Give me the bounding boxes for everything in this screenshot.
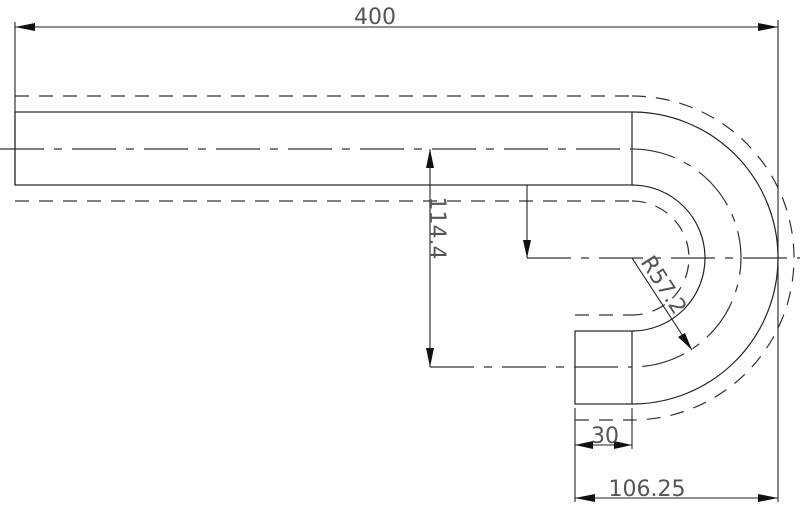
arrowhead	[758, 23, 778, 31]
radius-leader	[631, 257, 693, 351]
arrowhead	[575, 441, 593, 449]
dimension-label-114-4: 114.4	[424, 197, 449, 260]
dimension-label-400: 400	[354, 5, 396, 30]
arrowhead	[614, 441, 632, 449]
dimension-label-30: 30	[591, 424, 619, 449]
bend-centerline-arc	[631, 148, 742, 368]
arrowhead	[426, 348, 434, 367]
arrowhead	[575, 494, 595, 502]
bend-inner-dashed-arc	[631, 200, 690, 316]
arrowhead	[678, 333, 692, 350]
dimension-label-radius: R57.2	[635, 252, 691, 320]
bend-outer-dashed-arc	[631, 95, 795, 421]
dimension-label-106-25: 106.25	[609, 477, 686, 502]
arrowhead	[523, 240, 531, 258]
arrowhead	[426, 149, 434, 168]
arrowhead	[15, 23, 35, 31]
arrowhead	[758, 494, 778, 502]
